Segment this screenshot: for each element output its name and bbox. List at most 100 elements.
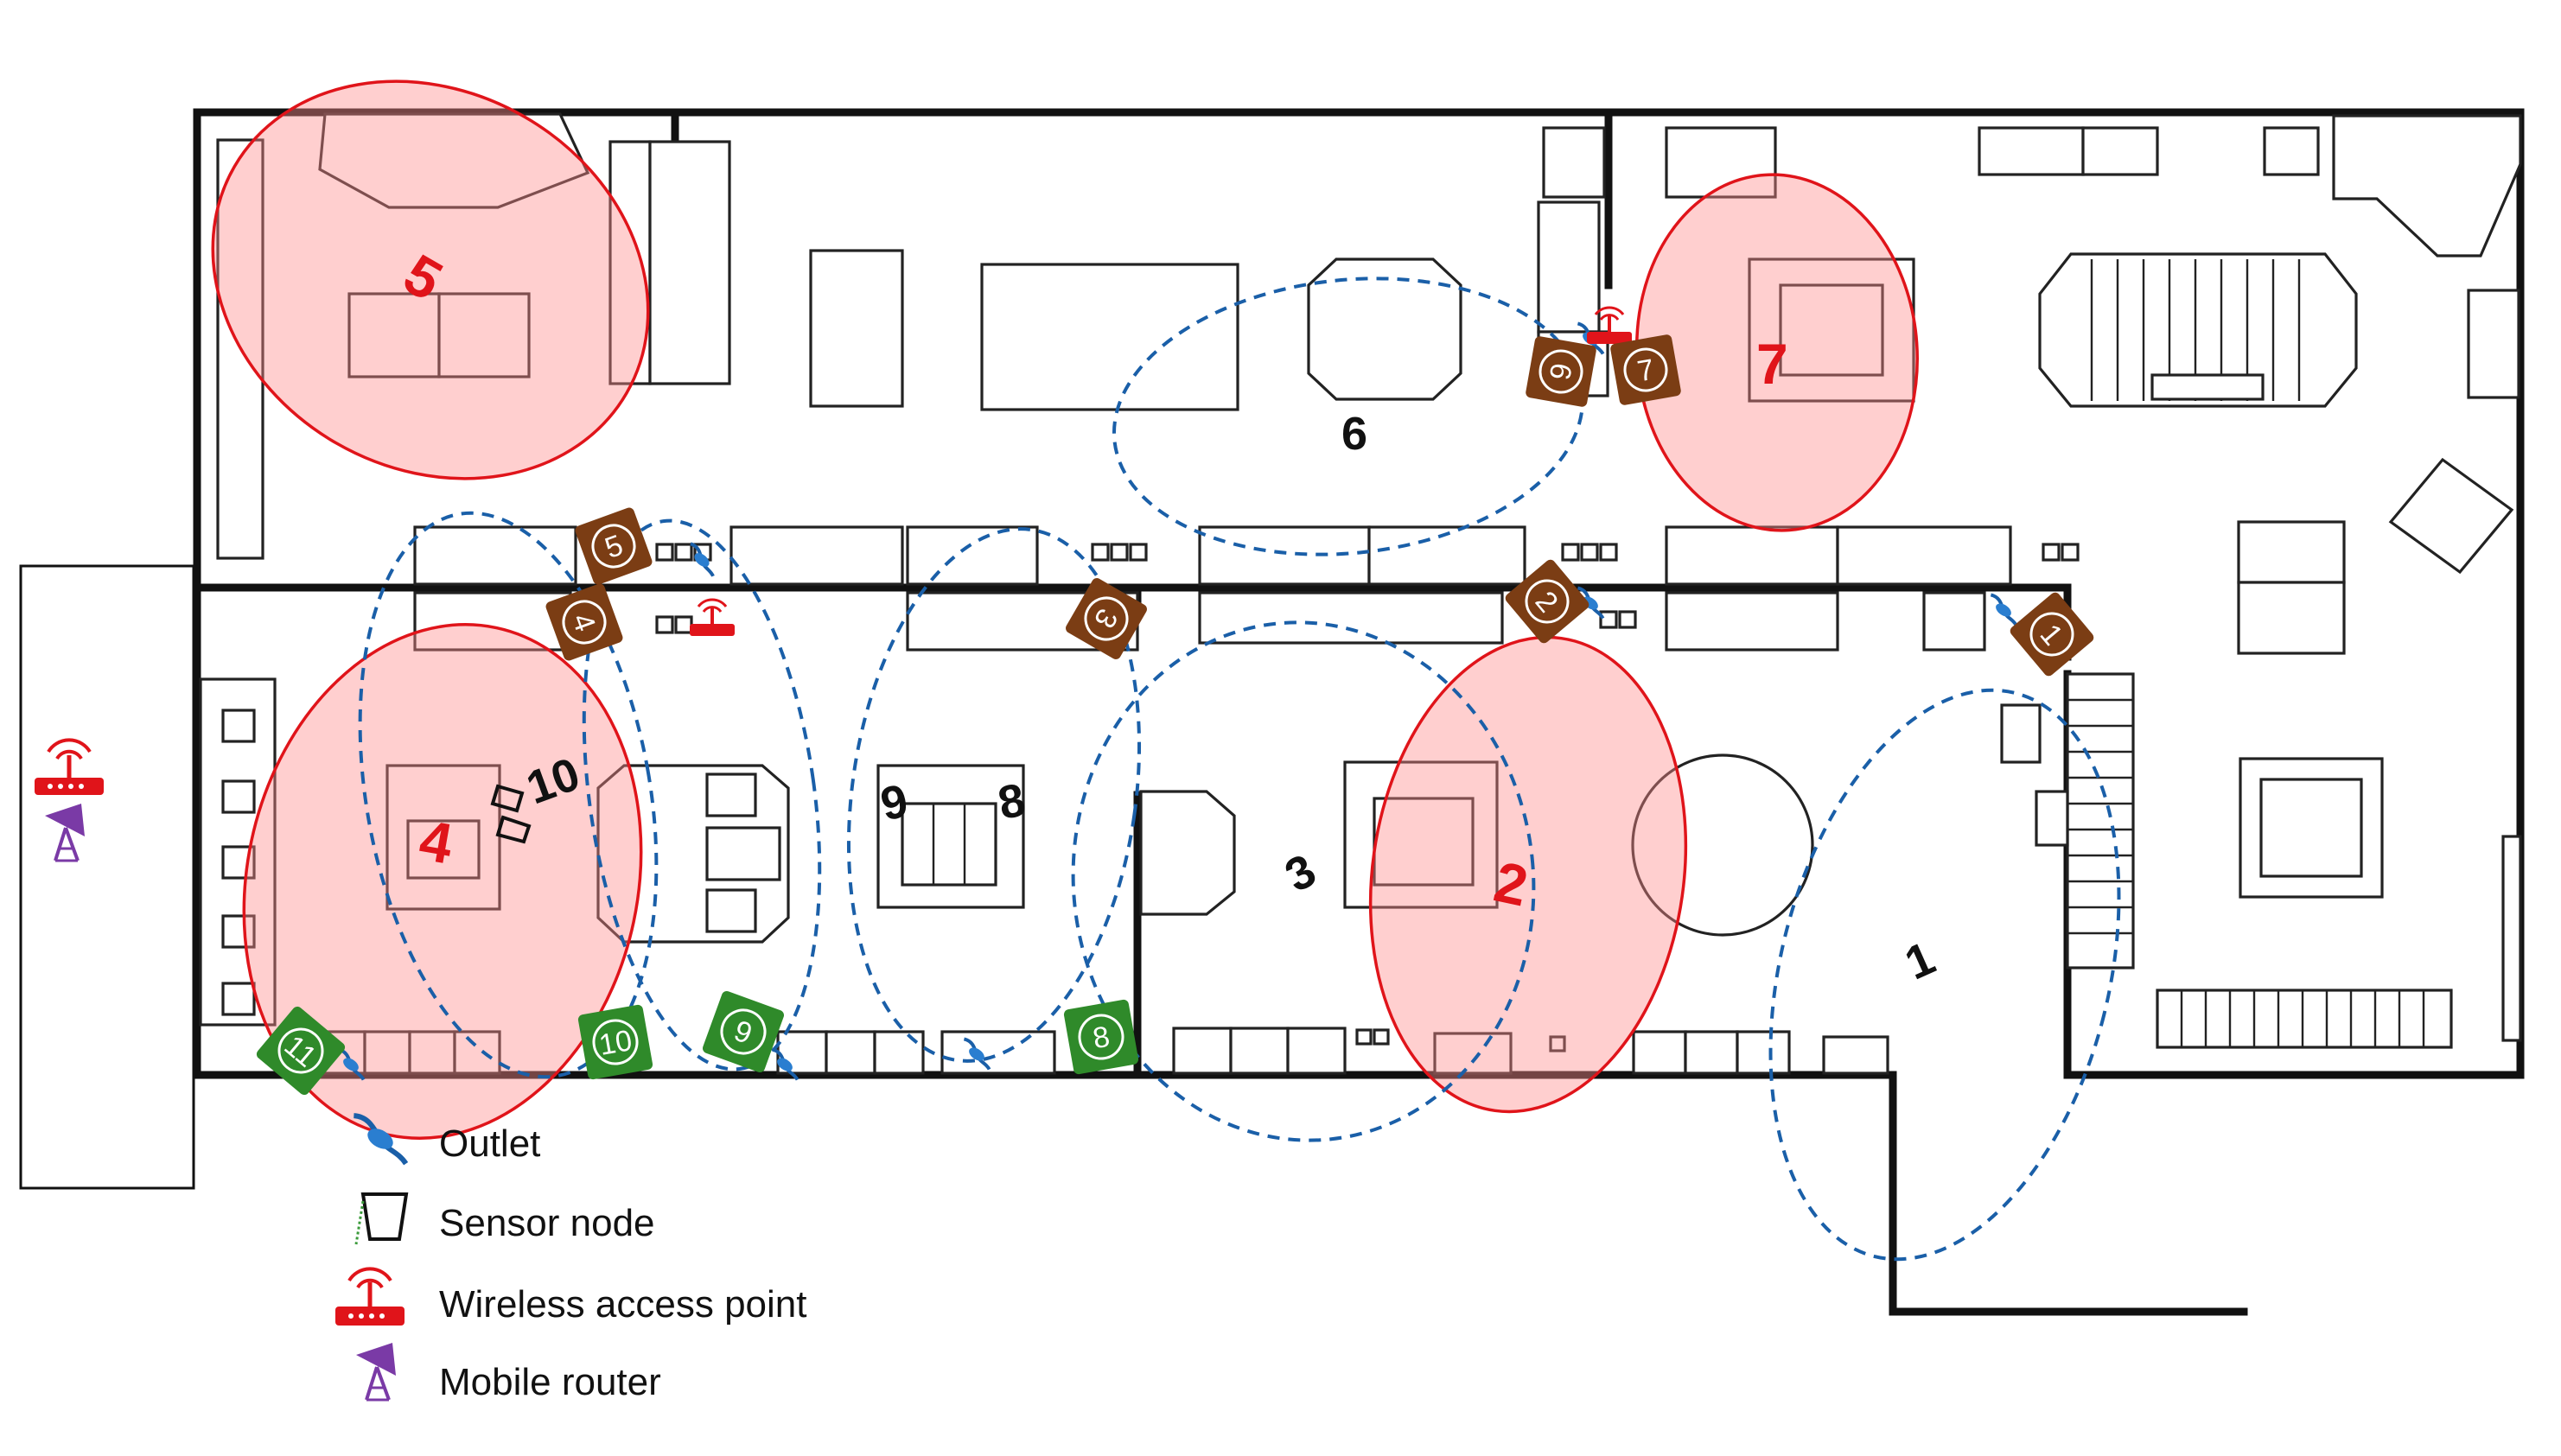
legend-mobile-router-icon <box>356 1343 396 1402</box>
cabinet <box>1665 126 1777 199</box>
chair <box>705 888 757 933</box>
shelf <box>2467 289 2520 399</box>
svg-text:10: 10 <box>596 1024 634 1062</box>
marker-4: 4 <box>545 583 623 661</box>
desk <box>2237 581 2346 655</box>
outer-wall-west-south <box>193 108 2248 1316</box>
shelf <box>1537 200 1601 334</box>
map-access-points <box>690 306 1632 636</box>
red-coverage-zones <box>211 79 1919 1140</box>
zone-label-3: 3 <box>1277 844 1324 902</box>
chair <box>705 773 757 817</box>
sensor-node-icon <box>490 784 532 844</box>
bottom-row-sw <box>318 1030 1056 1075</box>
shelf <box>2501 835 2522 1042</box>
counter <box>1665 591 1839 652</box>
marker-6: 6 <box>1526 336 1596 407</box>
stairs <box>2066 672 2135 970</box>
counter <box>1367 525 1526 586</box>
table <box>347 292 441 378</box>
marker-7: 7 <box>1610 334 1681 405</box>
table <box>980 263 1239 411</box>
blue-zone-10 <box>358 511 659 1079</box>
outlet-icon <box>690 542 715 577</box>
legend-sensor-icon <box>354 1192 409 1245</box>
cabinet <box>1978 126 2085 176</box>
bench <box>2150 373 2265 401</box>
table-top <box>2259 778 2363 878</box>
counter <box>1922 591 1986 652</box>
counter <box>413 525 577 586</box>
outlet-icon <box>1990 593 2018 626</box>
round-table <box>1631 753 1814 937</box>
seat <box>221 914 256 949</box>
blue-zone-3 <box>1071 620 1536 1142</box>
outlet-icon <box>337 1047 366 1081</box>
entry-booth <box>1139 790 1236 916</box>
sofa-seat <box>1373 797 1475 887</box>
counter <box>1836 525 2012 586</box>
box <box>2035 790 2069 847</box>
brown-markers: 1 2 3 4 5 6 7 <box>545 334 2094 677</box>
marker-9: 9 <box>702 990 785 1073</box>
counter <box>1198 591 1504 645</box>
outlet-icon <box>963 1037 991 1071</box>
map-outlets <box>337 321 2018 1081</box>
wireless-access-point-icon <box>690 598 735 636</box>
green-markers: 8 9 10 11 <box>256 990 1139 1096</box>
box <box>2000 703 2042 764</box>
legend-mobile-router-label: Mobile router <box>439 1361 661 1403</box>
seat <box>221 779 256 814</box>
counter <box>729 525 904 586</box>
small-boxes <box>655 543 2080 634</box>
legend-wap-icon <box>335 1267 405 1326</box>
sofa-seat <box>901 802 997 887</box>
seat <box>221 709 256 743</box>
table <box>809 249 904 408</box>
marker-8: 8 <box>1063 999 1139 1075</box>
monitor <box>406 819 481 880</box>
legend-outlet-icon <box>353 1113 409 1166</box>
legend-sensor-label: Sensor node <box>439 1202 655 1244</box>
blue-zone-8 <box>846 527 1142 1063</box>
zone-label-1: 1 <box>1898 932 1943 990</box>
counter <box>1665 525 1839 586</box>
table <box>437 292 531 378</box>
red-zone-5 <box>211 79 650 480</box>
marker-2: 2 <box>1505 559 1589 644</box>
cabinet <box>2263 126 2320 176</box>
corner-desk <box>2332 114 2522 258</box>
blue-zone-9 <box>582 518 822 1071</box>
marker-11: 11 <box>256 1006 346 1096</box>
red-zone-2 <box>1368 635 1688 1114</box>
annex-devices <box>35 738 104 862</box>
desk-angle <box>318 112 590 209</box>
zone-label-6: 6 <box>1341 408 1367 460</box>
sofa-seat <box>1779 283 1884 377</box>
marker-5: 5 <box>575 507 653 585</box>
oval-table <box>2038 252 2358 408</box>
marker-3: 3 <box>1066 578 1147 659</box>
legend-outlet-label: Outlet <box>439 1122 540 1165</box>
cabinet <box>1542 126 1606 199</box>
cabinet <box>648 140 731 385</box>
legend: Outlet Sensor node Wireless access point… <box>335 1113 806 1403</box>
zone-label-7: 7 <box>1756 332 1788 396</box>
wireless-access-point-icon <box>35 738 104 795</box>
octagon-table <box>1307 258 1462 401</box>
chair <box>705 826 781 881</box>
armchair <box>2388 457 2514 575</box>
bottom-row-center <box>1172 1027 1889 1075</box>
marker-10: 10 <box>577 1004 653 1080</box>
marker-1: 1 <box>2010 592 2094 677</box>
mobile-router-icon <box>45 804 85 862</box>
legend-wap-label: Wireless access point <box>439 1283 806 1326</box>
west-annex <box>19 564 195 1190</box>
seat <box>221 982 256 1016</box>
counter <box>906 525 1039 586</box>
cabinet <box>608 140 652 385</box>
furniture <box>199 112 2522 1075</box>
wireless-access-point-icon <box>1587 306 1632 344</box>
